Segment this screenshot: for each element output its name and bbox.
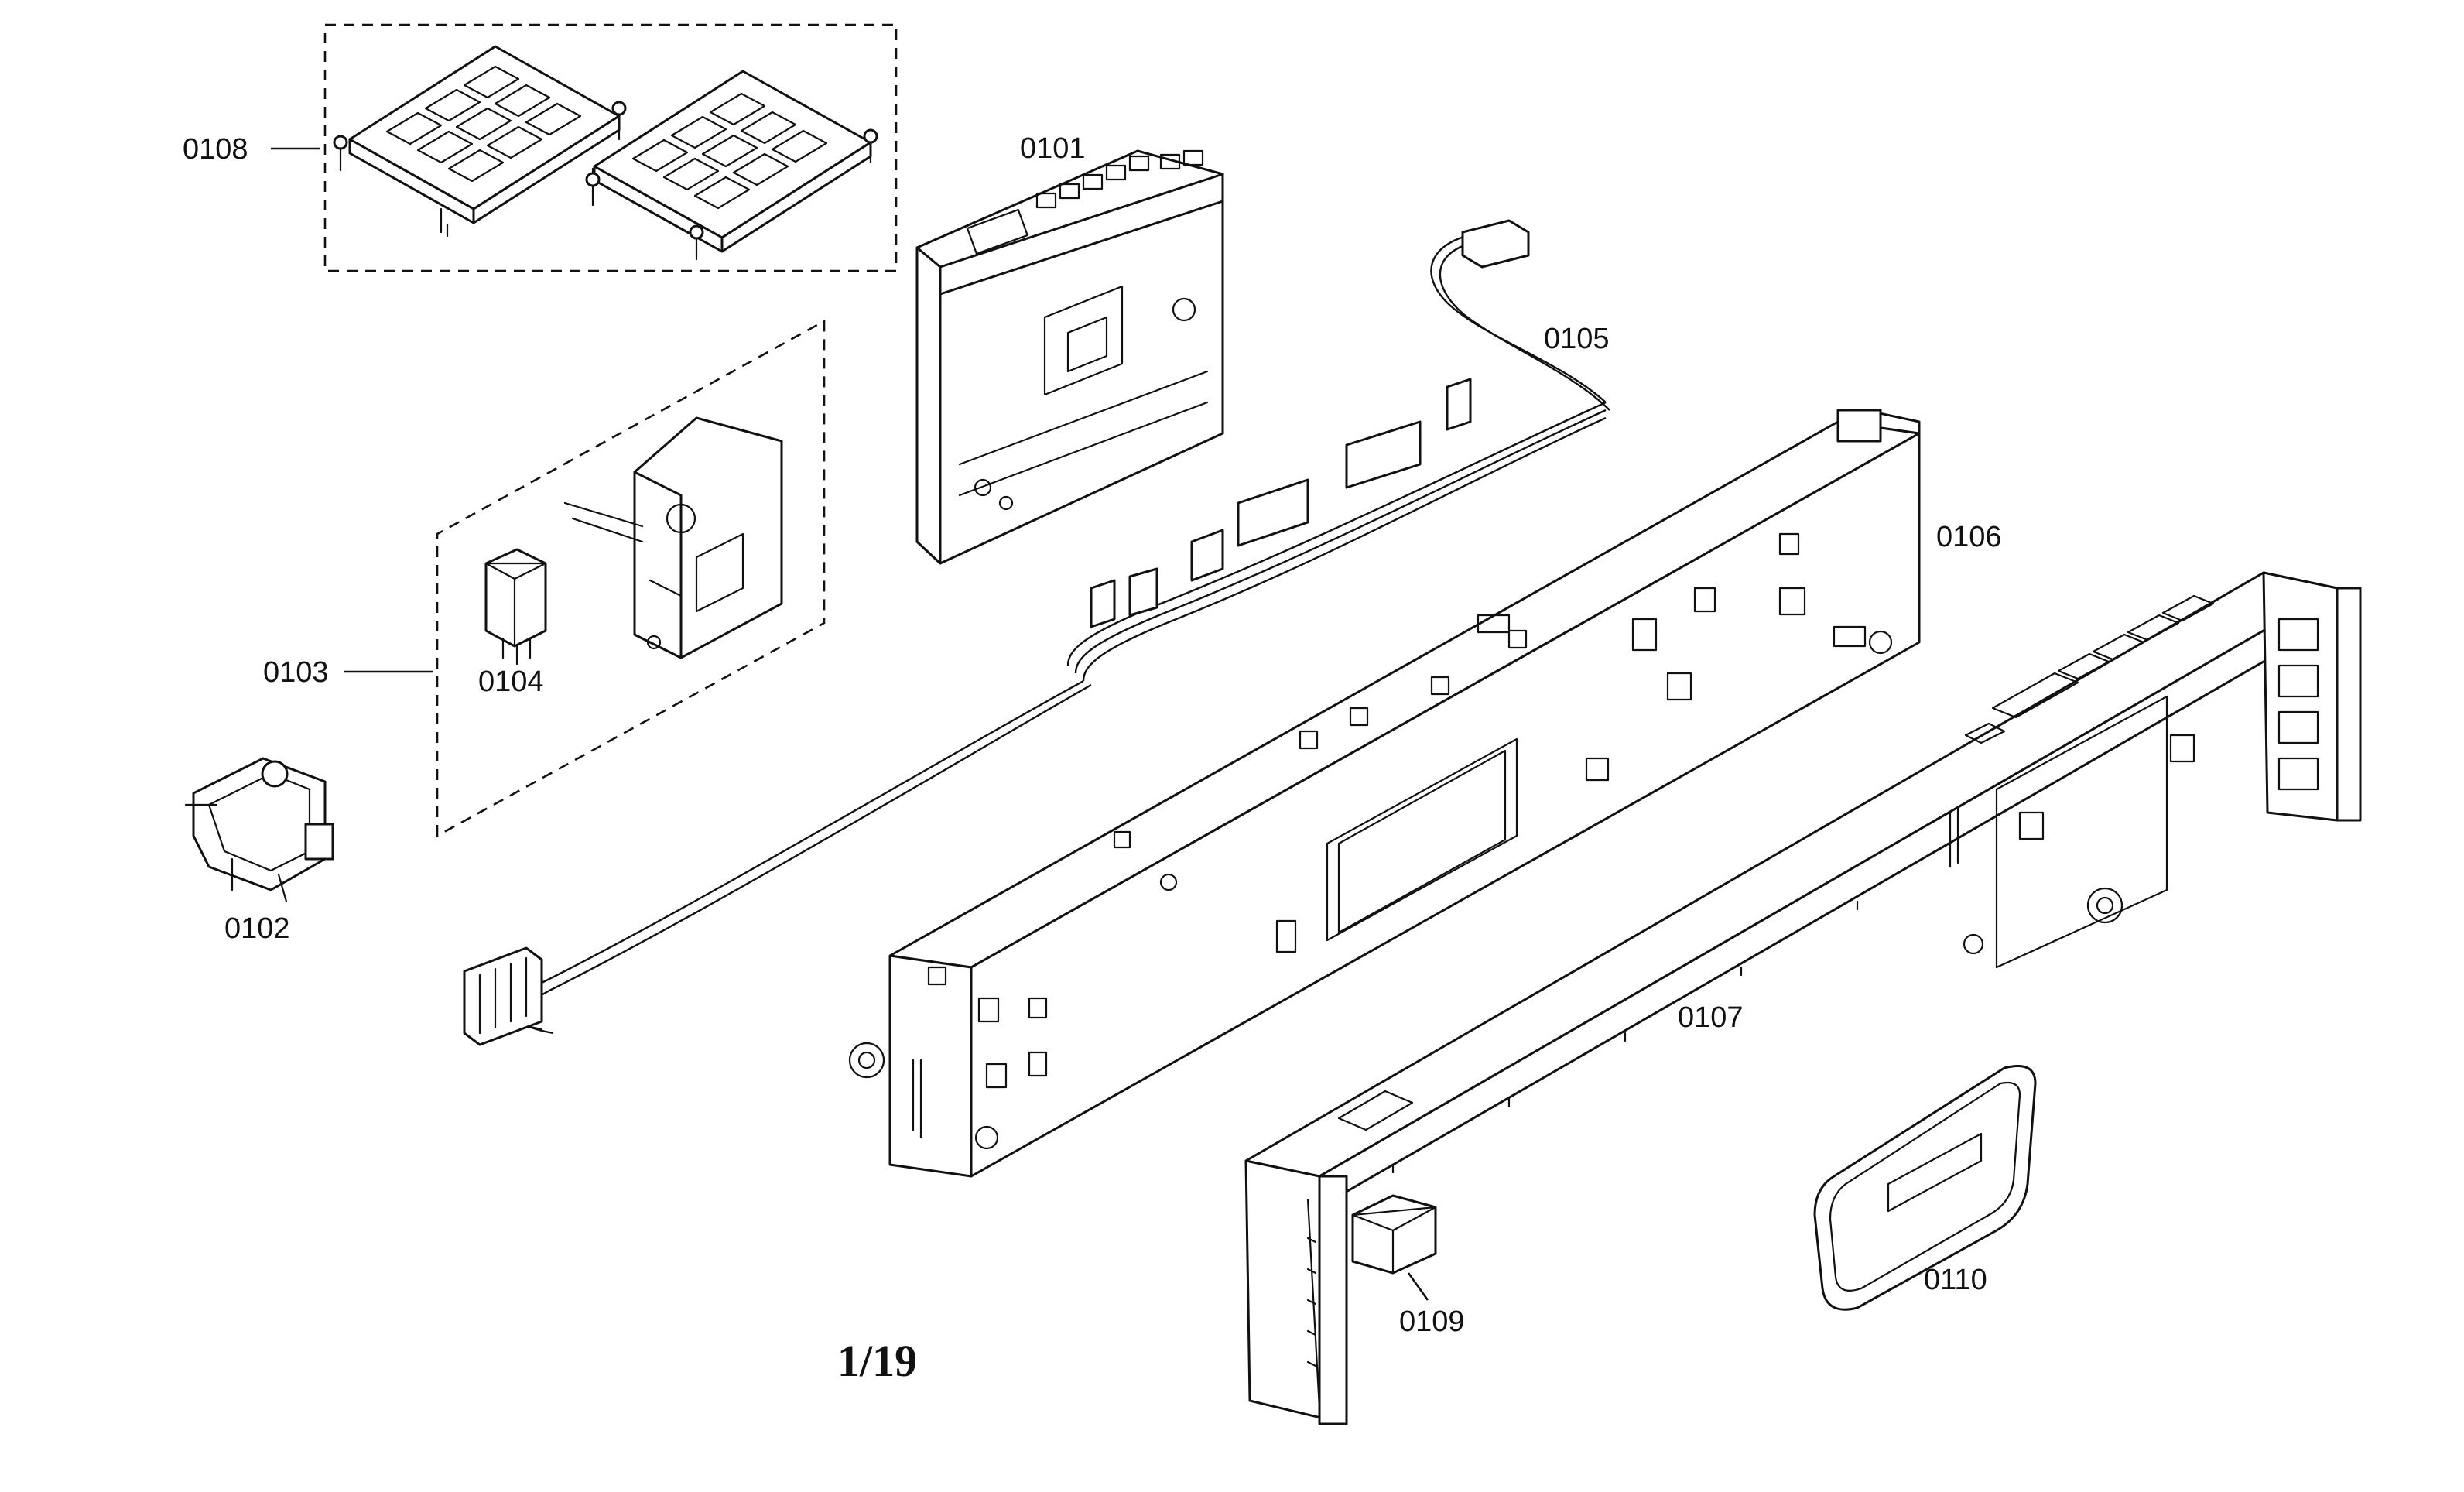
- callout-0110: 0110: [1924, 1264, 1987, 1296]
- callout-0102: 0102: [224, 912, 290, 945]
- part-0105-connector-top: [1461, 219, 1530, 269]
- callout-0103: 0103: [263, 656, 329, 689]
- callout-0107: 0107: [1678, 1001, 1744, 1034]
- part-0102-door-switch: 0102: [184, 757, 334, 945]
- callout-0106: 0106: [1936, 521, 2002, 553]
- part-0106-panel-frame: 0106: [848, 409, 2002, 1178]
- part-0108-group: 0108: [183, 23, 898, 272]
- callout-0105: 0105: [1544, 323, 1610, 355]
- part-0105-connector-bottom: [463, 946, 543, 1046]
- callout-0108: 0108: [183, 133, 248, 166]
- callout-0109: 0109: [1399, 1306, 1465, 1338]
- part-0103-group-box: [436, 319, 826, 838]
- part-0101-control-module: 0101: [915, 132, 1224, 565]
- page-number: 1/19: [837, 1336, 917, 1386]
- part-0105-wiring-harness: 0105: [463, 219, 1610, 1046]
- part-0109-cap: 0109: [1351, 1194, 1465, 1338]
- callout-0104: 0104: [478, 666, 544, 698]
- part-0104-relay: 0104: [478, 548, 547, 698]
- part-0108-keypad-left: [333, 45, 627, 238]
- part-0108-keypad-right: [585, 70, 878, 261]
- callout-0101: 0101: [1020, 132, 1086, 165]
- part-0107-fascia: 0107: [1244, 571, 2362, 1425]
- part-0103-group: 0104 0103: [263, 319, 826, 838]
- part-0110-bezel: 0110: [1813, 1065, 2037, 1311]
- part-0108-group-box: [323, 23, 898, 272]
- part-0103-switch-housing: [563, 416, 783, 659]
